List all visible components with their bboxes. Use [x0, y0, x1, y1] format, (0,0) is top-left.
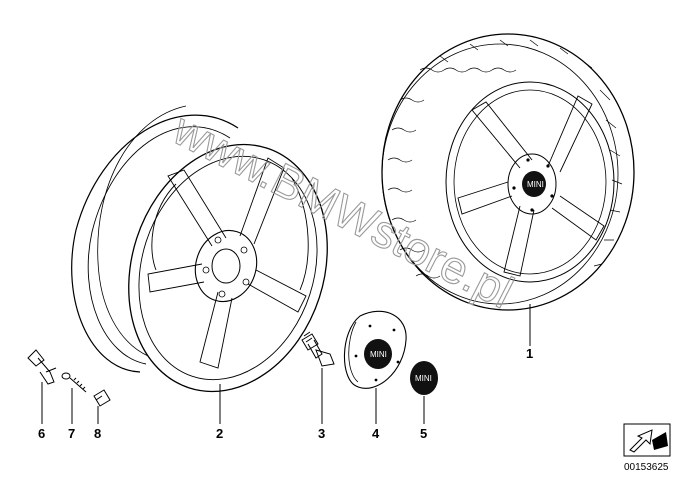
emblem-logo-text: MINI [415, 374, 432, 383]
valve-cap [93, 389, 111, 407]
part-number-7: 7 [68, 426, 75, 441]
tyre-center-logo-disc [522, 171, 546, 197]
part-number-8: 8 [94, 426, 101, 441]
part-number-2: 2 [216, 426, 223, 441]
valve [27, 349, 57, 385]
page-arrow-icon[interactable] [623, 423, 671, 457]
hub-cap: MINI [343, 310, 407, 389]
part-number-5: 5 [420, 426, 427, 441]
diagram-number: 00153625 [624, 462, 669, 473]
complete-wheel-with-tyre: MINI [381, 33, 635, 311]
part-number-4: 4 [372, 426, 380, 441]
emblem: MINI [410, 361, 438, 395]
hubcap-logo-text: MINI [370, 350, 387, 359]
wheel-bolt [301, 331, 335, 367]
light-alloy-rim [71, 105, 328, 393]
part-number-3: 3 [318, 426, 325, 441]
watermark: www.BMWstore.pl [165, 102, 522, 318]
tyre-center-logo-text: MINI [527, 180, 544, 189]
hubcap-logo-disc [364, 339, 392, 369]
part-number-6: 6 [38, 426, 45, 441]
leader-lines [41, 304, 531, 424]
part-number-1: 1 [526, 346, 533, 361]
valve-core [61, 372, 87, 393]
